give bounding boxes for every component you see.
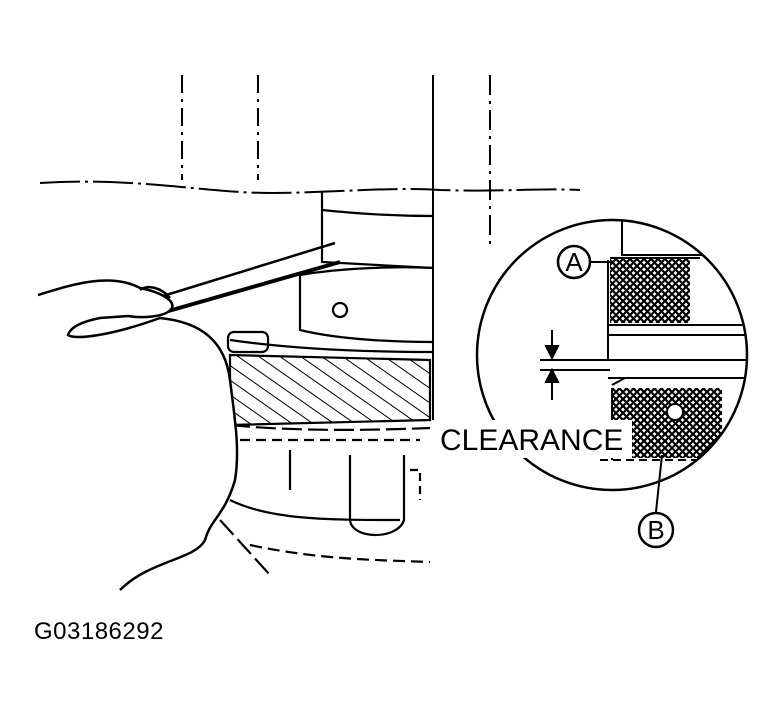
svg-text:A: A xyxy=(565,247,583,277)
callout-a: A xyxy=(556,244,612,280)
gear-hole xyxy=(331,301,349,319)
figure-code: G03186292 xyxy=(34,618,164,645)
clearance-label: CLEARANCE xyxy=(440,424,623,457)
detail-hole xyxy=(666,403,684,421)
gear-assembly xyxy=(219,192,434,576)
clearance-arrows xyxy=(540,330,610,400)
shaft xyxy=(39,75,581,420)
feeler-gauge xyxy=(149,241,341,314)
callout-b: B xyxy=(637,454,675,549)
svg-text:B: B xyxy=(647,515,664,545)
hand xyxy=(37,279,239,591)
